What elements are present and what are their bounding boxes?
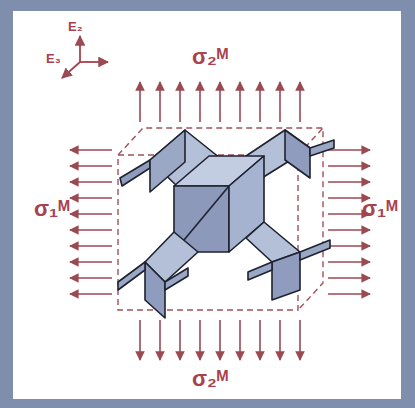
stress-arrow (239, 82, 241, 122)
stress-arrow (328, 277, 370, 279)
stress-arrow (70, 293, 112, 295)
axis-label: E₂ (68, 20, 82, 33)
stress-arrows (70, 82, 370, 360)
stress-arrow (70, 245, 112, 247)
stress-arrow (70, 197, 112, 199)
stress-arrow (279, 82, 281, 122)
stress-arrow (219, 320, 221, 360)
stress-label: σ₁ᴹ (362, 198, 398, 220)
stress-arrow (328, 165, 370, 167)
axis-label: E₃ (46, 52, 61, 65)
stress-arrow (179, 82, 181, 122)
stress-arrow (299, 82, 301, 122)
stress-arrow (328, 293, 370, 295)
stress-arrow (70, 181, 112, 183)
stress-label: σ₂ᴹ (192, 368, 228, 390)
stress-arrow (239, 320, 241, 360)
stress-arrow (328, 149, 370, 151)
stress-arrow (299, 320, 301, 360)
stress-label: σ₁ᴹ (34, 198, 70, 220)
cross-structure (118, 130, 334, 318)
stress-arrow (70, 165, 112, 167)
stress-arrow (259, 320, 261, 360)
stress-arrow (159, 320, 161, 360)
stress-arrow (70, 277, 112, 279)
stress-arrow (70, 149, 112, 151)
stress-label: σ₂ᴹ (192, 46, 228, 68)
stress-arrow (159, 82, 161, 122)
stress-arrow (70, 229, 112, 231)
stress-arrow (328, 181, 370, 183)
stress-arrow (139, 82, 141, 122)
stress-arrow (139, 320, 141, 360)
stress-arrow (328, 229, 370, 231)
stress-arrow (259, 82, 261, 122)
stress-arrow (70, 213, 112, 215)
stress-arrow (328, 245, 370, 247)
axes (62, 36, 108, 78)
stress-arrow (328, 261, 370, 263)
stress-arrow (199, 320, 201, 360)
stress-arrow (179, 320, 181, 360)
stress-arrow (70, 261, 112, 263)
stress-arrow (279, 320, 281, 360)
stress-arrow (219, 82, 221, 122)
stress-arrow (199, 82, 201, 122)
